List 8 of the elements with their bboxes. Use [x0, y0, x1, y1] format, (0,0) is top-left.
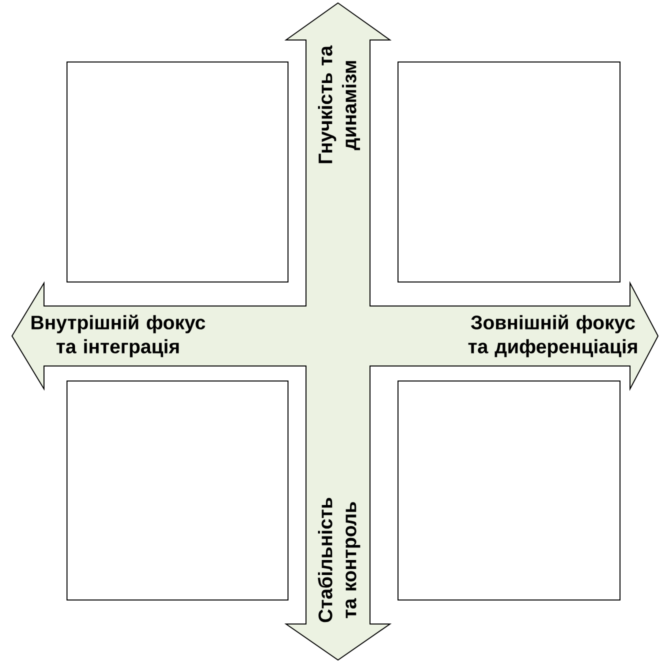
axis-label: Зовнішній фокус та диференціація [468, 314, 637, 358]
axis-label: Гнучкість та динамізм [318, 45, 360, 164]
empty-box [66, 62, 288, 282]
empty-box [66, 380, 288, 600]
axis-label: Внутрішній фокус та інтеграція [32, 314, 206, 358]
axis-label: Стабільність та контроль [318, 498, 360, 622]
empty-box [398, 380, 620, 600]
empty-box [398, 62, 620, 282]
